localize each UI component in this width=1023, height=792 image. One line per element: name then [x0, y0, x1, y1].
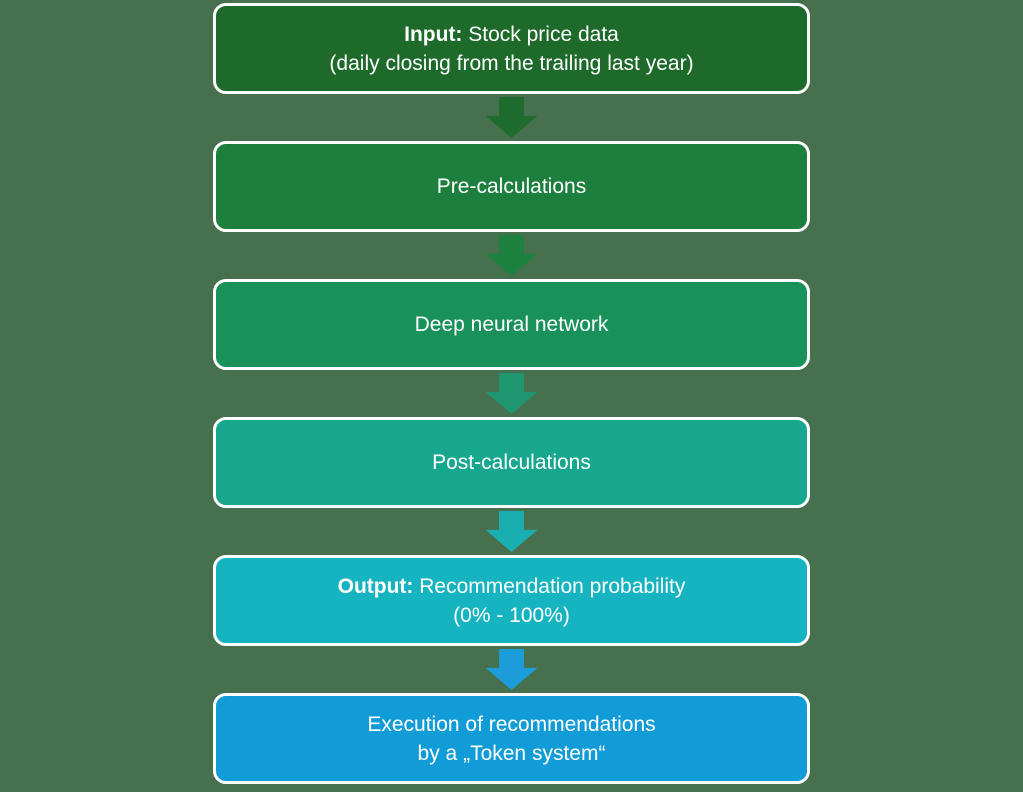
- step-label-bold: Input:: [404, 22, 463, 46]
- arrow-down-icon: [485, 511, 538, 552]
- step-label-text: Deep neural network: [414, 313, 609, 336]
- arrow-row: [213, 508, 810, 555]
- step-box-post-calculations: Post-calculations: [213, 417, 810, 508]
- step-label: Execution of recommendations: [367, 710, 655, 739]
- step-label: Post-calculations: [432, 448, 591, 477]
- step-label: Output: Recommendation probability: [338, 572, 686, 601]
- step-box-execution: Execution of recommendations by a „Token…: [213, 693, 810, 784]
- arrow-down-icon: [485, 235, 538, 276]
- step-label-line2: (daily closing from the trailing last ye…: [329, 51, 694, 75]
- arrow-row: [213, 646, 810, 693]
- step-label: Deep neural network: [415, 310, 609, 339]
- step-label-bold: Output:: [337, 574, 414, 598]
- arrow-row: [213, 370, 810, 417]
- step-label-text: Post-calculations: [432, 451, 591, 474]
- flowchart: Input: Stock price data (daily closing f…: [213, 0, 810, 784]
- arrow-row: [213, 94, 810, 141]
- step-label-text: Execution of recommendations: [367, 712, 656, 736]
- arrow-row: [213, 232, 810, 279]
- step-box-pre-calculations: Pre-calculations: [213, 141, 810, 232]
- step-label: Input: Stock price data: [404, 20, 619, 49]
- arrow-down-icon: [485, 97, 538, 138]
- step-label: Pre-calculations: [437, 172, 586, 201]
- step-label-line2: (0% - 100%): [453, 603, 570, 627]
- step-label-text: Pre-calculations: [436, 175, 587, 198]
- step-label-line2: by a „Token system“: [417, 741, 606, 765]
- step-label-text: Recommendation probability: [413, 574, 686, 598]
- arrow-down-icon: [485, 649, 538, 690]
- step-box-deep-neural-network: Deep neural network: [213, 279, 810, 370]
- step-box-output: Output: Recommendation probability (0% -…: [213, 555, 810, 646]
- arrow-down-icon: [485, 373, 538, 414]
- step-box-input: Input: Stock price data (daily closing f…: [213, 3, 810, 94]
- step-label-text: Stock price data: [462, 22, 619, 46]
